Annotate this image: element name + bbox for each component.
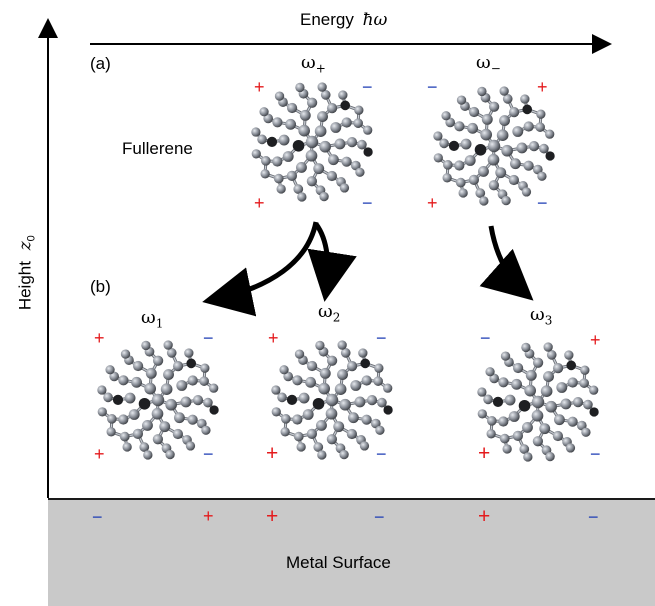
omega-plus-base: ω xyxy=(301,52,316,73)
minus-sign: − xyxy=(537,193,548,213)
minus-sign: − xyxy=(590,444,601,464)
omega-2-base: ω xyxy=(318,301,333,322)
plus-sign: + xyxy=(254,77,265,97)
fullerene-icon xyxy=(477,342,599,462)
plus-sign: + xyxy=(203,506,214,526)
curved-arrow-icon xyxy=(307,222,357,302)
omega-1-base: ω xyxy=(141,307,156,328)
minus-sign: − xyxy=(92,507,103,527)
plus-sign: + xyxy=(266,442,279,465)
plus-sign: + xyxy=(478,442,491,465)
plus-sign: + xyxy=(590,330,601,350)
plus-sign: + xyxy=(254,193,265,213)
omega-2-label: ω2 xyxy=(318,303,340,324)
minus-sign: − xyxy=(362,77,373,97)
fullerene-icon xyxy=(251,82,373,202)
metal-surface: − + + − + − Metal Surface xyxy=(48,498,655,606)
omega-plus-label: ω+ xyxy=(301,54,326,75)
minus-sign: − xyxy=(362,193,373,213)
omega-3-label: ω3 xyxy=(530,306,552,327)
omega-minus-base: ω xyxy=(476,52,491,73)
fullerene-icon xyxy=(271,340,393,460)
plus-sign: + xyxy=(537,77,548,97)
curved-arrow-icon xyxy=(479,225,534,301)
height-axis-label: Height z0 xyxy=(15,218,38,328)
plus-sign: + xyxy=(427,193,438,213)
plus-sign: + xyxy=(94,444,105,464)
height-subscript: 0 xyxy=(25,235,38,242)
energy-symbol: ħω xyxy=(362,10,388,30)
minus-sign: − xyxy=(376,444,387,464)
minus-sign: − xyxy=(203,444,214,464)
plus-sign: + xyxy=(94,328,105,348)
height-label: Height xyxy=(15,261,35,311)
minus-sign: − xyxy=(374,507,385,527)
plus-sign: + xyxy=(266,505,279,528)
height-symbol: z xyxy=(15,241,36,251)
minus-sign: − xyxy=(480,328,491,348)
plus-sign: + xyxy=(478,505,491,528)
fullerene-label: Fullerene xyxy=(122,139,193,158)
omega-2-sub: 2 xyxy=(332,310,341,325)
minus-sign: − xyxy=(588,507,599,527)
omega-minus-sub: − xyxy=(490,61,501,76)
minus-sign: − xyxy=(427,77,438,97)
metal-surface-label: Metal Surface xyxy=(286,553,391,572)
panel-a-label: (a) xyxy=(90,54,111,73)
panel-b-label: (b) xyxy=(90,277,111,296)
energy-label: Energy xyxy=(300,10,354,29)
energy-axis-label: Energy ħω xyxy=(300,11,387,29)
fullerene-icon xyxy=(433,86,555,206)
omega-1-sub: 1 xyxy=(155,316,164,331)
omega-minus-label: ω− xyxy=(476,54,501,75)
omega-3-sub: 3 xyxy=(544,313,553,328)
omega-1-label: ω1 xyxy=(141,309,163,330)
omega-plus-sub: + xyxy=(315,61,326,76)
curved-arrow-icon xyxy=(202,221,319,317)
fullerene-icon xyxy=(97,340,219,460)
minus-sign: − xyxy=(203,328,214,348)
minus-sign: − xyxy=(376,328,387,348)
plus-sign: + xyxy=(268,328,279,348)
omega-3-base: ω xyxy=(530,304,545,325)
